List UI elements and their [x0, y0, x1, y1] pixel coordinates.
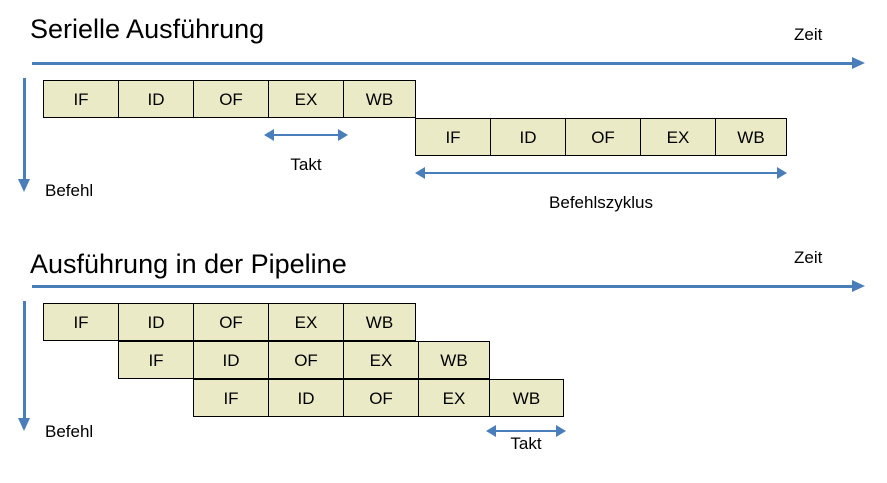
stage-cell: EX — [343, 341, 419, 379]
stage-cell: ID — [118, 303, 194, 341]
stage-cell: IF — [193, 379, 269, 417]
instruction-axis-arrowhead-pipeline — [18, 418, 30, 431]
measure-label-befehlszyklus: Befehlszyklus — [549, 193, 653, 212]
stage-cell: WB — [343, 80, 416, 118]
stage-cell: WB — [343, 303, 416, 341]
stage-cell: IF — [415, 118, 491, 156]
measure-label-takt-pipeline: Takt — [510, 434, 542, 453]
arrowhead-left-icon — [264, 129, 274, 141]
stage-cell: IF — [43, 80, 119, 118]
time-axis-line-serial — [32, 62, 854, 65]
stage-cell: IF — [43, 303, 119, 341]
stage-cell: ID — [193, 341, 269, 379]
stage-cell: OF — [193, 80, 269, 118]
stage-cell: ID — [268, 379, 344, 417]
measure-arrow-befehlszyklus — [415, 167, 787, 179]
measure-label-takt-serial: Takt — [290, 155, 322, 174]
stage-cell: EX — [268, 80, 344, 118]
stage-cell: IF — [118, 341, 194, 379]
arrowhead-right-icon — [777, 167, 787, 179]
measure-line — [272, 134, 340, 136]
stage-cell: ID — [118, 80, 194, 118]
stage-cell: EX — [640, 118, 716, 156]
arrowhead-right-icon — [338, 129, 348, 141]
time-axis-label-serial: Zeit — [794, 25, 823, 44]
arrowhead-right-icon — [556, 425, 566, 437]
time-axis-arrowhead-pipeline — [852, 280, 865, 292]
arrowhead-left-icon — [486, 425, 496, 437]
stage-cell: EX — [268, 303, 344, 341]
stage-cell: OF — [565, 118, 641, 156]
instruction-axis-line-pipeline — [23, 301, 26, 421]
stage-cell: WB — [418, 341, 490, 379]
instruction-axis-line-serial — [23, 78, 26, 182]
arrowhead-left-icon — [415, 167, 425, 179]
stage-cell: ID — [490, 118, 566, 156]
stage-cell: WB — [489, 379, 564, 417]
stage-cell: WB — [715, 118, 787, 156]
stage-cell: EX — [418, 379, 490, 417]
measure-arrow-takt-pipeline — [486, 425, 566, 437]
stage-cell: OF — [193, 303, 269, 341]
measure-arrow-takt-serial — [264, 129, 348, 141]
time-axis-line-pipeline — [32, 285, 854, 288]
measure-line — [423, 172, 779, 174]
instruction-axis-label-serial: Befehl — [45, 181, 94, 200]
instruction-axis-arrowhead-serial — [18, 179, 30, 192]
stage-cell: OF — [268, 341, 344, 379]
stage-cell: OF — [343, 379, 419, 417]
time-axis-label-pipeline: Zeit — [794, 248, 823, 267]
section-title-pipeline: Ausführung in der Pipeline — [30, 249, 347, 279]
measure-line — [494, 430, 558, 432]
time-axis-arrowhead-serial — [852, 57, 865, 69]
section-title-serial: Serielle Ausführung — [30, 14, 265, 44]
instruction-axis-label-pipeline: Befehl — [45, 422, 94, 441]
